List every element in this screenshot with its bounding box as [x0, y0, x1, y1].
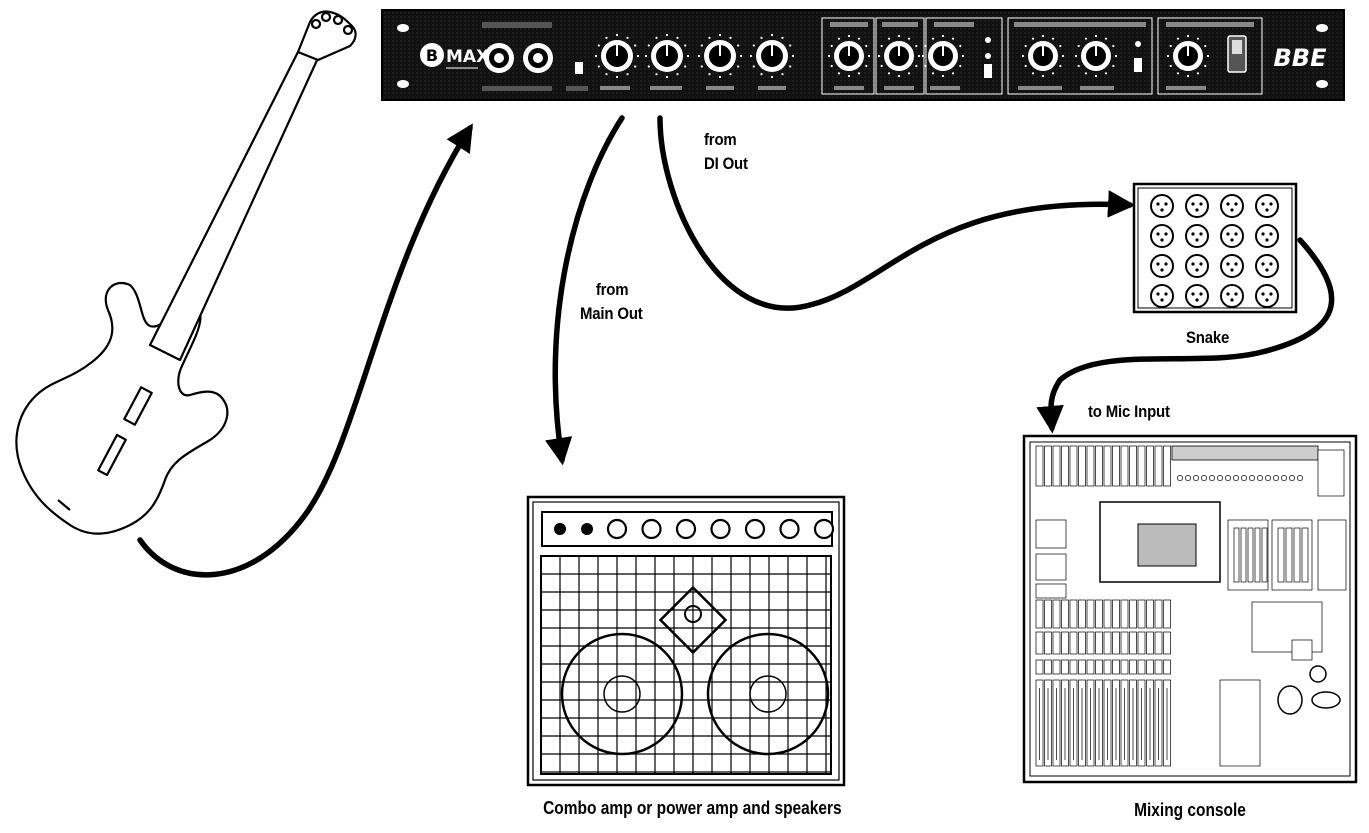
amp-knob-icon	[675, 518, 697, 540]
amp-knob-icon	[813, 518, 835, 540]
knob-icon	[1166, 34, 1210, 78]
snake-box-icon	[1132, 182, 1298, 314]
xlr-connector-icon	[1220, 224, 1244, 248]
switch-icon	[984, 64, 992, 78]
xlr-connector-icon	[1150, 254, 1174, 278]
label-from-main-out: from Main Out	[580, 278, 643, 326]
rack-processor: B MAX-T	[381, 9, 1345, 101]
cable-di-out-to-snake	[657, 115, 1136, 311]
rack-hole-icon	[1316, 80, 1328, 88]
jack-icon	[523, 43, 553, 73]
cable-snake-to-mixer	[1036, 237, 1335, 434]
label-from-di-out: from DI Out	[704, 128, 748, 176]
jack-icon	[484, 43, 514, 73]
label-from-di-out-line1: from	[704, 130, 737, 149]
xlr-connector-icon	[1255, 224, 1279, 248]
knob-icon	[1021, 34, 1065, 78]
knob-icon	[827, 34, 871, 78]
knob-icon	[644, 33, 690, 79]
xlr-connector-icon	[1220, 254, 1244, 278]
rack-hole-icon	[397, 80, 409, 88]
xlr-connector-icon	[1255, 254, 1279, 278]
label-snake: Snake	[1186, 328, 1230, 347]
cable-main-out-to-amp	[545, 115, 625, 466]
model-initial: B	[426, 46, 438, 65]
amp-knob-icon	[710, 518, 731, 540]
rack-hole-icon	[1316, 24, 1328, 32]
label-to-mic-input: to Mic Input	[1088, 402, 1170, 421]
xlr-connector-icon	[1150, 224, 1174, 248]
xlr-connector-icon	[1185, 194, 1209, 218]
xlr-connector-icon	[1220, 284, 1244, 308]
switch-icon	[575, 62, 583, 74]
knob-icon	[594, 33, 640, 79]
amp-knob-icon	[641, 518, 662, 540]
combo-amp-icon	[526, 495, 846, 787]
bass-guitar-icon	[15, 10, 357, 535]
caption-combo-amp: Combo amp or power amp and speakers	[543, 798, 842, 818]
knob-icon	[1074, 34, 1118, 78]
knob-icon	[697, 33, 743, 79]
amp-knob-icon	[606, 518, 628, 540]
knob-icon	[921, 34, 965, 78]
xlr-connector-icon	[1185, 284, 1209, 308]
cable-guitar-to-input	[137, 123, 473, 578]
label-from-di-out-line2: DI Out	[704, 154, 748, 173]
rack-hole-icon	[397, 24, 409, 32]
mixing-console-icon	[1022, 434, 1358, 784]
amp-knob-icon	[779, 518, 800, 540]
switch-icon	[1134, 58, 1142, 72]
xlr-connector-icon	[1150, 284, 1174, 308]
label-from-main-out-line1: from	[595, 280, 629, 299]
xlr-connector-icon	[1255, 194, 1279, 218]
xlr-connector-icon	[1185, 254, 1209, 278]
xlr-connector-icon	[1255, 284, 1279, 308]
cables	[137, 115, 1335, 578]
label-from-main-out-line2: Main Out	[580, 304, 643, 323]
amp-knob-icon	[744, 518, 766, 540]
xlr-connector-icon	[1185, 224, 1209, 248]
xlr-connector-icon	[1220, 194, 1244, 218]
knob-icon	[749, 33, 795, 79]
knob-icon	[877, 34, 921, 78]
caption-mixing-console: Mixing console	[1134, 800, 1246, 820]
xlr-connector-icon	[1150, 194, 1174, 218]
brand-logo: BBE	[1274, 44, 1328, 72]
